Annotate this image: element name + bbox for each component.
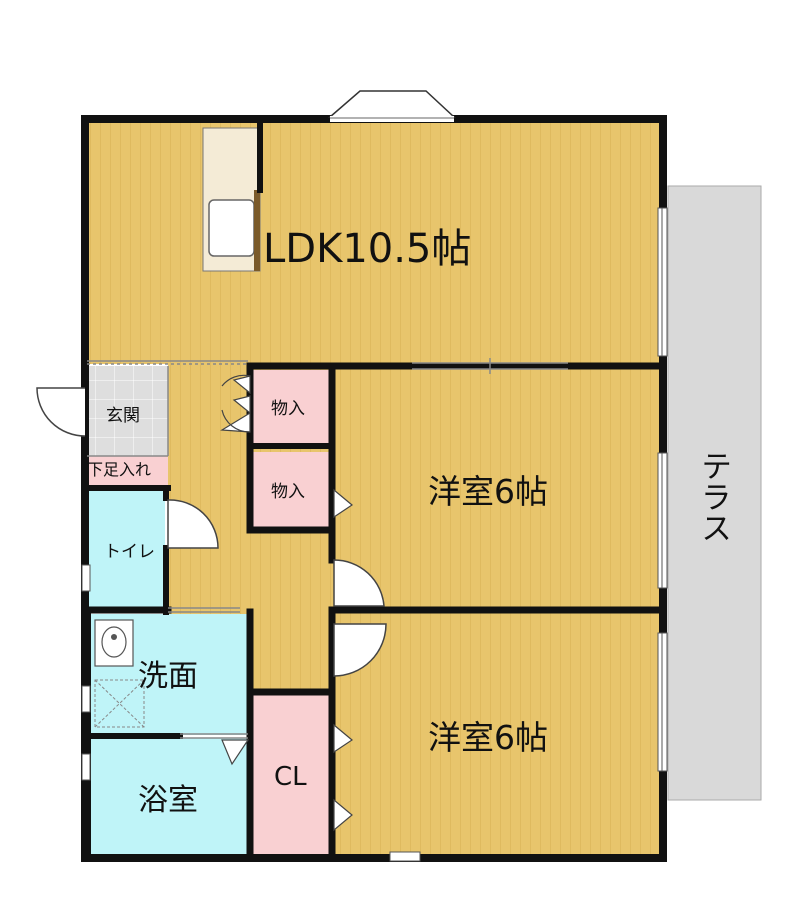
entrance-label: 玄関	[106, 406, 140, 426]
shoe-storage-label: 下足入れ	[87, 460, 151, 479]
bathroom-label: 浴室	[138, 783, 198, 818]
bay-window	[327, 90, 456, 118]
western-room-lower-door[interactable]	[333, 623, 387, 677]
closet-floor	[252, 694, 332, 856]
ldk-label: LDK10.5帖	[263, 226, 471, 272]
storage-upper-door[interactable]	[220, 375, 251, 433]
washing-machine-space	[94, 679, 145, 728]
toilet-floor	[87, 490, 165, 608]
western-room-lower-floor	[332, 611, 662, 856]
storage-upper-label: 物入	[271, 399, 305, 419]
western-room-upper-floor	[332, 368, 662, 611]
kitchen-sink	[208, 199, 255, 257]
ldk-floor	[87, 121, 662, 364]
western-room-upper-label: 洋室6帖	[428, 472, 548, 511]
terrace-area	[667, 185, 762, 801]
storage-upper-floor	[252, 370, 332, 444]
bathroom-floor	[87, 738, 248, 856]
kitchen-wall	[254, 190, 260, 271]
entrance-floor	[87, 366, 168, 456]
toilet-door[interactable]	[167, 499, 219, 549]
partitions	[87, 358, 568, 739]
western-room-upper-door[interactable]	[333, 559, 385, 607]
western-room-lower-label: 洋室6帖	[428, 718, 548, 757]
entrance-door[interactable]	[36, 387, 86, 437]
shoe-storage-floor	[87, 456, 168, 488]
storage-lower-floor	[252, 452, 332, 530]
washroom-label: 洗面	[138, 659, 198, 694]
closet-label: CL	[274, 762, 307, 792]
closet-door-markers	[221, 488, 354, 832]
terrace-label: テラス	[695, 450, 731, 543]
storage-lower-label: 物入	[271, 482, 305, 502]
windows	[81, 207, 668, 862]
toilet-label: トイレ	[104, 542, 155, 562]
